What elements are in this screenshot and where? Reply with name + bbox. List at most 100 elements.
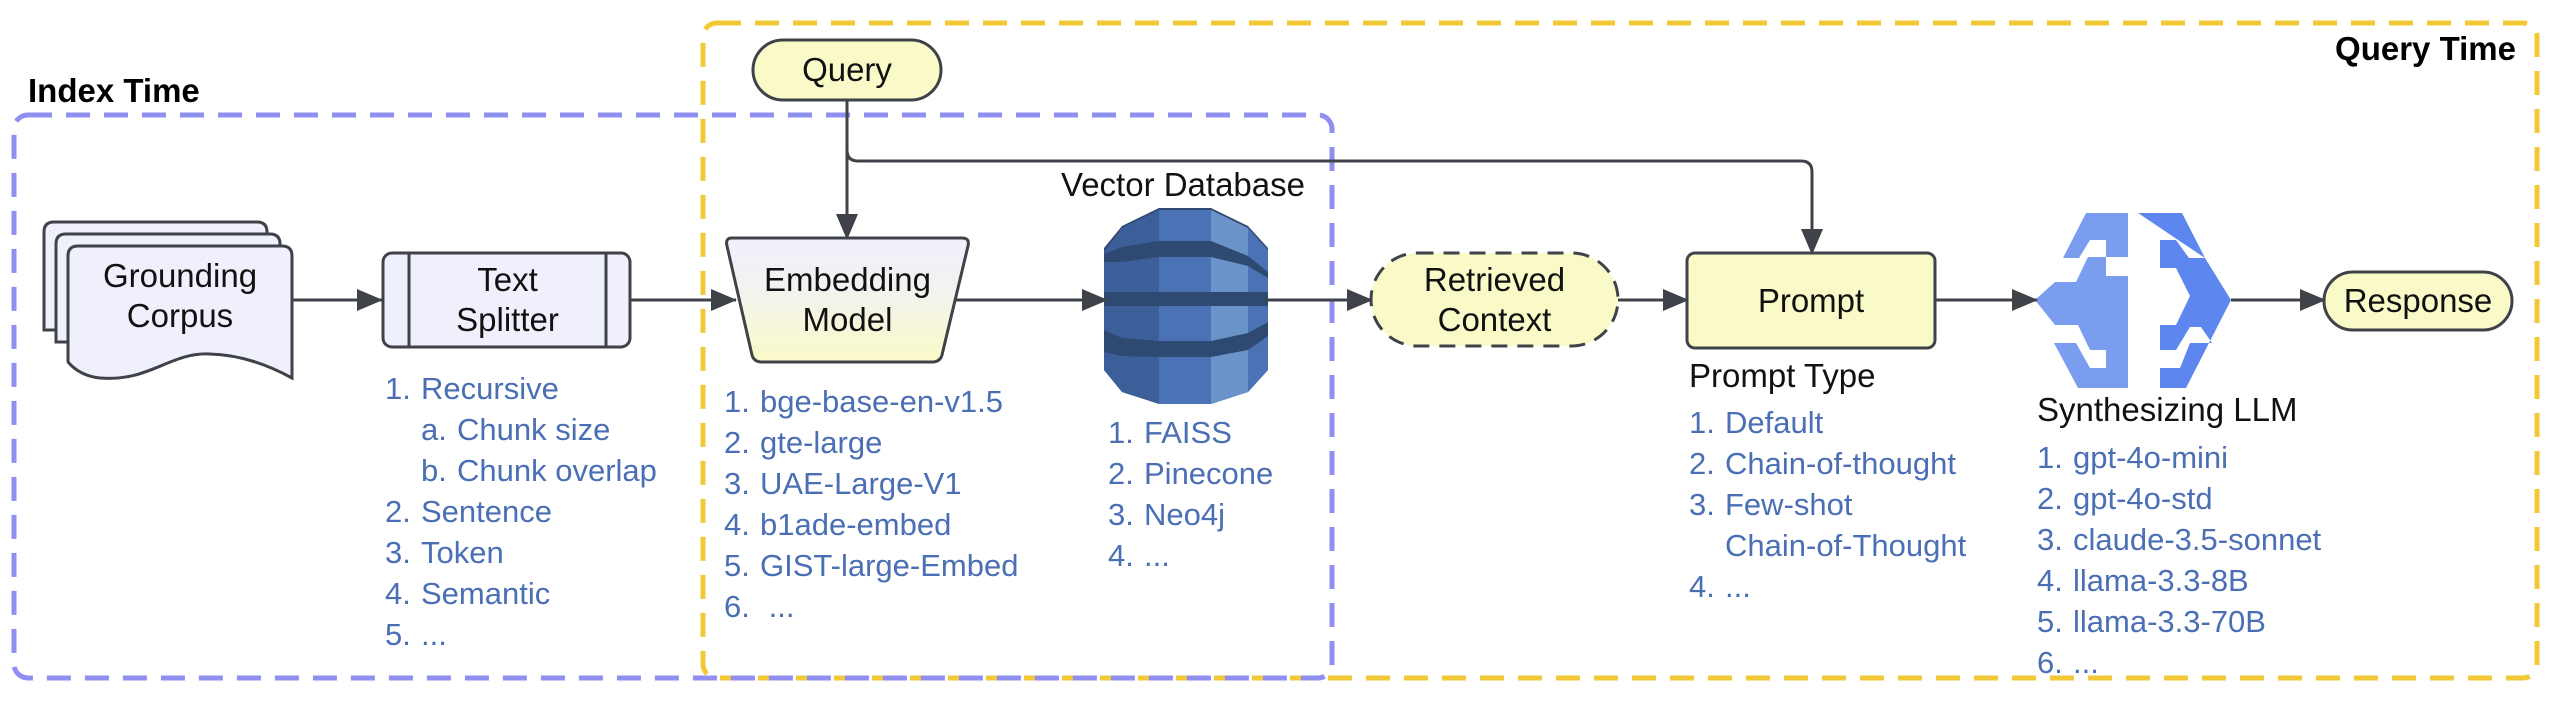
list-item-number: 1. [1689,405,1715,440]
list-item-text: b1ade-embed [760,507,952,542]
list-item-number: 4. [1108,538,1134,573]
embedding-model-label: Embedding Model [764,261,931,338]
list-item-number: b. [421,453,447,488]
list-item: 2. gpt-4o-std [2037,478,2321,519]
list-item-text: Semantic [421,576,551,611]
connectors [292,100,2326,311]
list-item-number: 1. [724,384,750,419]
list-item: 2.gte-large [724,422,1018,463]
list-item-text: Few-shot [1725,487,1853,522]
synthesizing-llm-caption: Synthesizing LLM [2037,391,2298,428]
list-item-number: 3. [2037,522,2063,557]
list-item-number: 2. [1689,446,1715,481]
grounding-corpus-label: Grounding Corpus [102,257,258,334]
list-item-number: 6. [724,589,750,624]
list-item: 1. FAISS [1108,412,1273,453]
list-item-number: 5. [2037,604,2063,639]
list-item: 1. Recursive [385,368,657,409]
list-item-number: 2. [1108,456,1134,491]
list-item: 3. Neo4j [1108,494,1273,535]
list-item-number: 4. [2037,563,2063,598]
list-item: 2. Chain-of-thought [1689,443,1966,484]
list-item-number: 3. [1108,497,1134,532]
list-item-number: 6. [2037,645,2063,680]
list-item-number: 3. [1689,487,1715,522]
list-item-text: llama-3.3-70B [2073,604,2266,639]
list-item-number: 2. [385,494,411,529]
list-item-text: Sentence [421,494,552,529]
brain-icon [2035,213,2231,388]
list-item: 5. llama-3.3-70B [2037,601,2321,642]
list-item-text: ... [2073,645,2099,680]
list-item-number: 1. [1108,415,1134,450]
list-item: 1. gpt-4o-mini [2037,437,2321,478]
list-item-text: ... [421,617,447,652]
retrieved-context-label: Retrieved Context [1423,260,1566,338]
index-time-title: Index Time [28,72,200,109]
prompt-label: Prompt [1757,281,1865,319]
list-item-number: 2. [2037,481,2063,516]
list-item-number: 1. [385,371,411,406]
list-item-text: ... [760,589,795,624]
list-item-text: gte-large [760,425,883,460]
list-item: 3. Few-shot [1689,484,1966,525]
arrow-query-to-prompt [845,149,1823,255]
grounding-corpus-shape[interactable] [42,220,294,381]
list-item: 4. b1ade-embed [724,504,1018,545]
list-item-number: 5. [385,617,411,652]
list-item-number: 1. [2037,440,2063,475]
text-splitter-shape[interactable] [381,251,632,349]
list-item-text: ... [1725,569,1751,604]
list-item-number: 3. [385,535,411,570]
list-item-text: Chunk overlap [457,453,657,488]
list-item-text: Chain-of-Thought [1725,528,1967,563]
list-item-number: 4. [724,507,750,542]
list-item: 6. ... [724,586,1018,627]
list-item-text: llama-3.3-8B [2073,563,2249,598]
list-item: 4.... [1689,566,1966,607]
list-item: 1. bge-base-en-v1.5 [724,381,1018,422]
list-item: a. Chunk size [385,409,657,450]
list-item-text: Pinecone [1144,456,1274,491]
list-item: 4. llama-3.3-8B [2037,560,2321,601]
prompt-type-caption: Prompt Type [1689,357,1876,394]
text-splitter-label: Text Splitter [456,261,559,338]
list-item: 5.... [385,614,657,655]
list-item-text: Chunk size [457,412,611,447]
list-item-text: UAE-Large-V1 [760,466,962,501]
list-item: 5.GIST-large-Embed [724,545,1018,586]
list-item-text: Token [421,535,504,570]
query-label: Query [802,51,892,88]
list-item: 2. Sentence [385,491,657,532]
vector-database-caption: Vector Database [1061,166,1305,203]
list-item: 6.... [2037,642,2321,683]
query-time-border [700,20,2540,681]
list-item: 1. Default [1689,402,1966,443]
list-item: 3.claude-3.5-sonnet [2037,519,2321,560]
list-item-text: bge-base-en-v1.5 [760,384,1003,419]
list-item: 3.UAE-Large-V1 [724,463,1018,504]
list-item-number: 4. [1689,569,1715,604]
list-item-number: a. [421,412,447,447]
embedding-model-shape[interactable] [725,236,970,364]
database-icon [1104,208,1268,404]
list-item-text: Default [1725,405,1824,440]
list-item-text: Recursive [421,371,559,406]
list-item: 4. Semantic [385,573,657,614]
list-item-text: GIST-large-Embed [760,548,1019,583]
list-item-text: gpt-4o-mini [2073,440,2229,475]
list-item-number: 4. [385,576,411,611]
list-item-text: FAISS [1144,415,1232,450]
index-time-border [11,112,1335,681]
response-label: Response [2343,282,2493,319]
list-item-text: Neo4j [1144,497,1225,532]
list-item-text: Chain-of-thought [1725,446,1956,481]
list-item-text: gpt-4o-std [2073,481,2213,516]
list-item: Chain-of-Thought [1689,525,1966,566]
